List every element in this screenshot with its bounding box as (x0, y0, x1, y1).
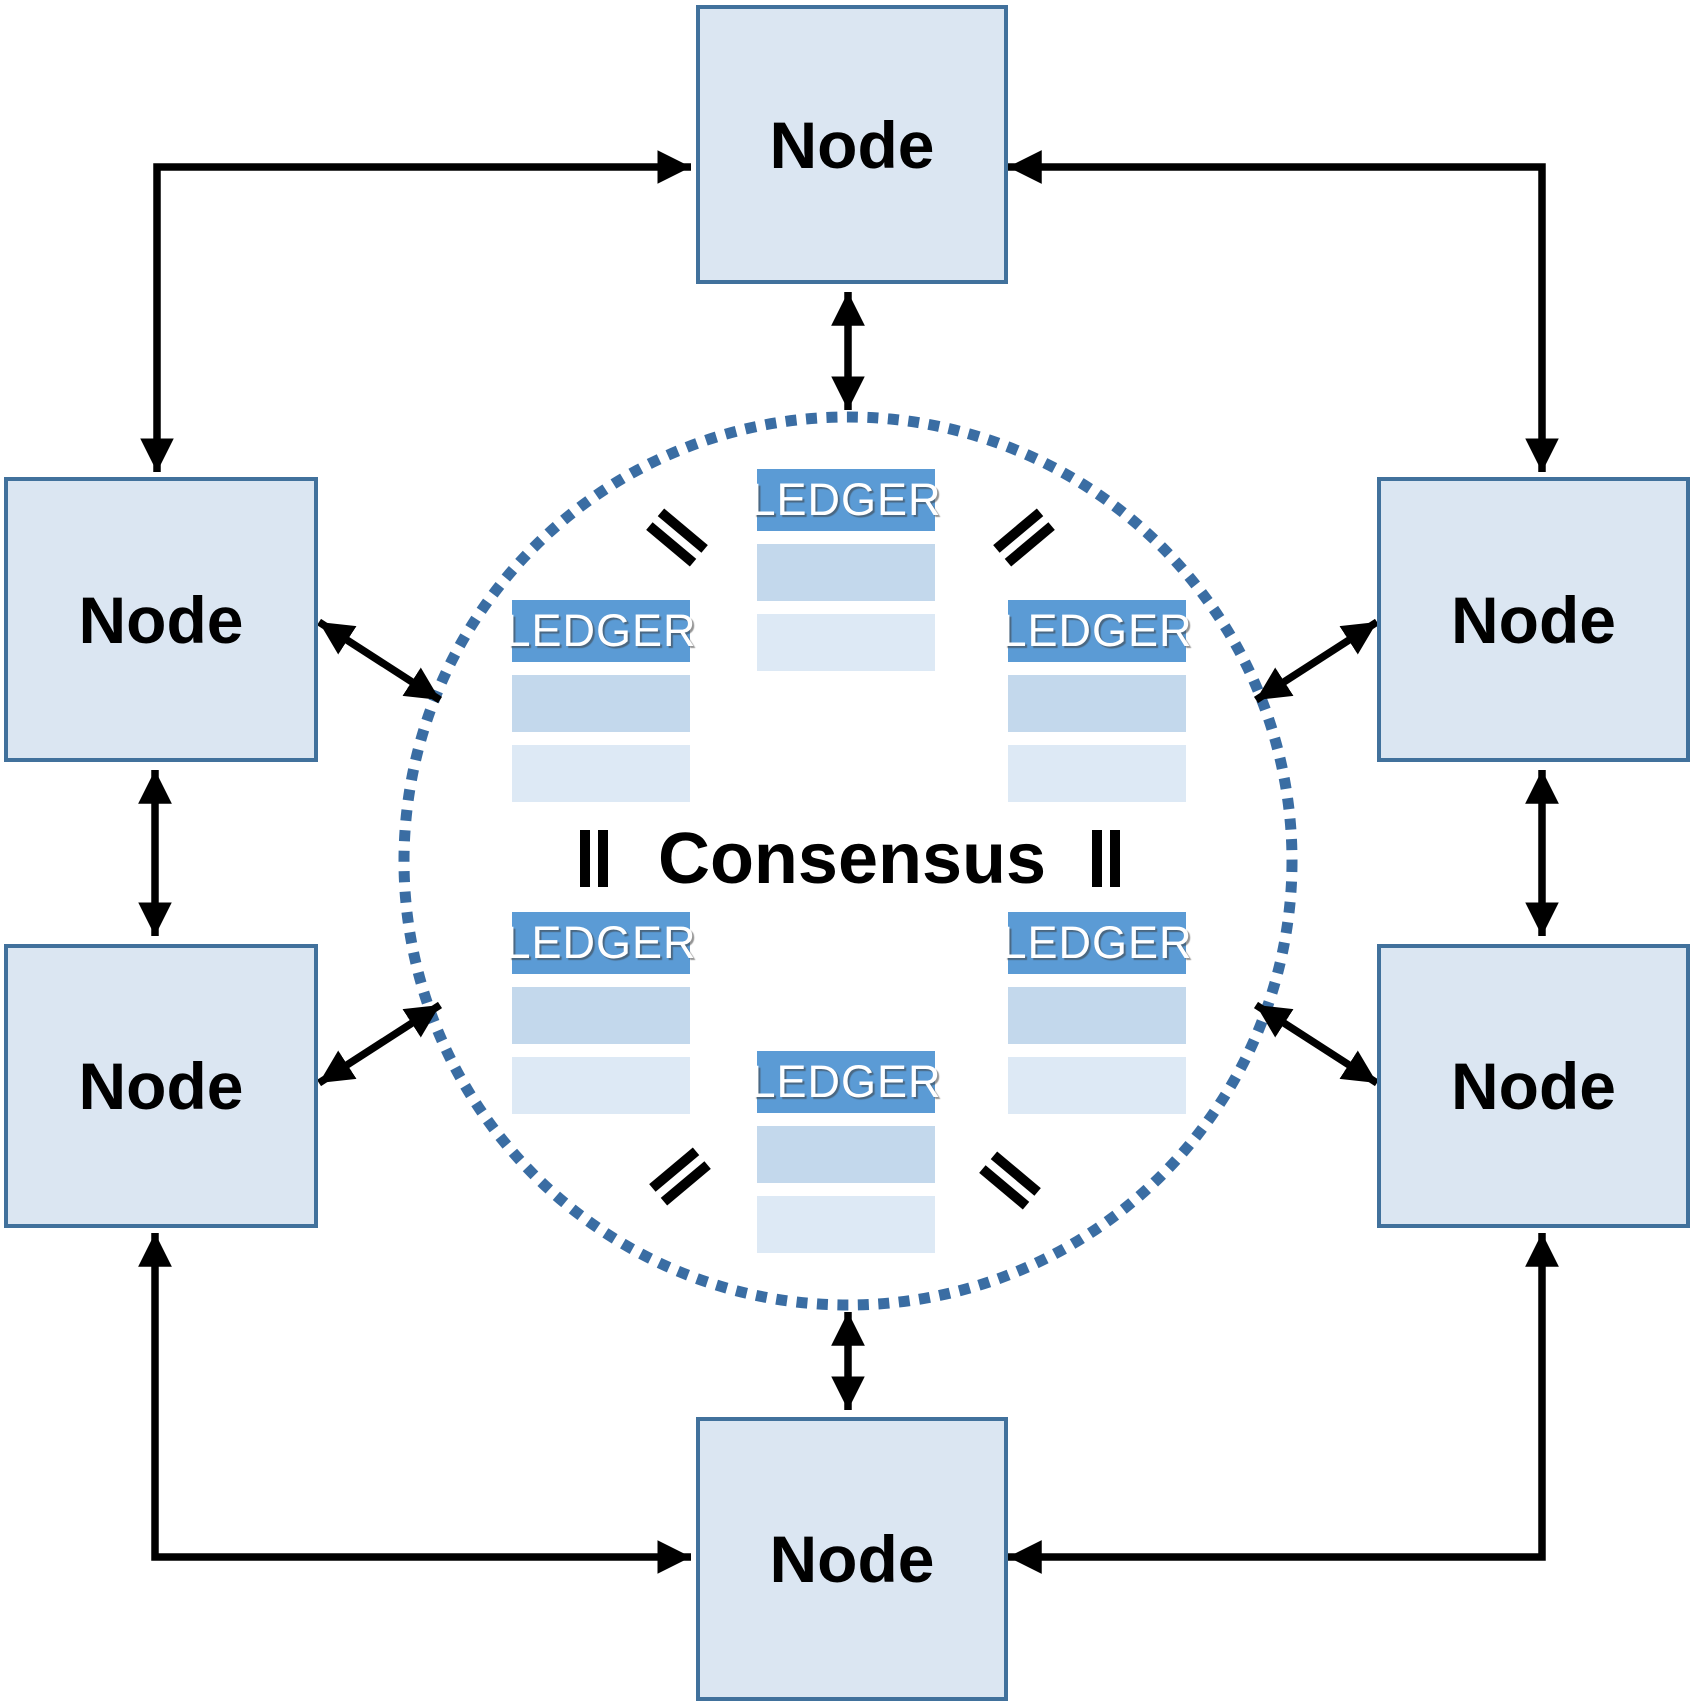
ledger-header: LEDGER (750, 1051, 941, 1113)
arrow-left-upper-node-circle (316, 618, 443, 704)
arrow-top-node-right-node (1008, 150, 1559, 472)
node-box-top: Node (696, 5, 1008, 284)
equals-bar (580, 830, 590, 887)
ledger-row-mid (1008, 675, 1186, 732)
ledger-table-top-center: LEDGER (750, 469, 941, 671)
equals-mark-left (580, 830, 608, 887)
equals-bar (1092, 830, 1102, 887)
ledger-table-lower-right: LEDGER (1001, 912, 1192, 1114)
ledger-row-light (512, 1057, 690, 1114)
arrow-right-lower-node-circle (1253, 1001, 1380, 1087)
node-box-left-lower: Node (4, 944, 318, 1228)
ledger-row-mid (757, 544, 935, 601)
equals-bar (598, 830, 608, 887)
node-box-left-upper: Node (4, 477, 318, 762)
node-label: Node (78, 1049, 244, 1123)
ledger-header: LEDGER (1001, 600, 1192, 662)
ledger-table-upper-right: LEDGER (1001, 600, 1192, 802)
equals-bar (1110, 830, 1120, 887)
node-label: Node (769, 1522, 935, 1596)
ledger-table-lower-left: LEDGER (505, 912, 696, 1114)
consensus-label: Consensus (657, 819, 1047, 899)
ledger-table-bottom-center: LEDGER (750, 1051, 941, 1253)
arrow-right-upper-node-circle (1253, 618, 1380, 704)
ledger-row-light (1008, 745, 1186, 802)
equals-mark-right (1092, 830, 1120, 887)
ledger-row-light (757, 1196, 935, 1253)
node-label: Node (769, 107, 935, 182)
ledger-row-mid (1008, 987, 1186, 1044)
arrow-bottom-node-left-node (138, 1233, 691, 1574)
node-box-right-upper: Node (1377, 477, 1690, 762)
ledger-header: LEDGER (505, 600, 696, 662)
ledger-row-mid (757, 1126, 935, 1183)
ledger-row-light (757, 614, 935, 671)
ledger-row-light (1008, 1057, 1186, 1114)
ledger-header: LEDGER (505, 912, 696, 974)
ledger-row-mid (512, 675, 690, 732)
node-label: Node (1451, 582, 1616, 657)
node-label: Node (1451, 1049, 1616, 1123)
ledger-row-mid (512, 987, 690, 1044)
arrow-top-node-left-node (140, 150, 691, 472)
ledger-header: LEDGER (1001, 912, 1192, 974)
arrow-bottom-node-right-node (1008, 1233, 1559, 1574)
node-box-bottom: Node (696, 1417, 1008, 1701)
consensus-circle (398, 411, 1298, 1311)
node-label: Node (78, 582, 244, 657)
node-box-right-lower: Node (1377, 944, 1690, 1228)
ledger-header: LEDGER (750, 469, 941, 531)
arrow-left-lower-node-circle (316, 1001, 443, 1087)
ledger-table-upper-left: LEDGER (505, 600, 696, 802)
ledger-row-light (512, 745, 690, 802)
